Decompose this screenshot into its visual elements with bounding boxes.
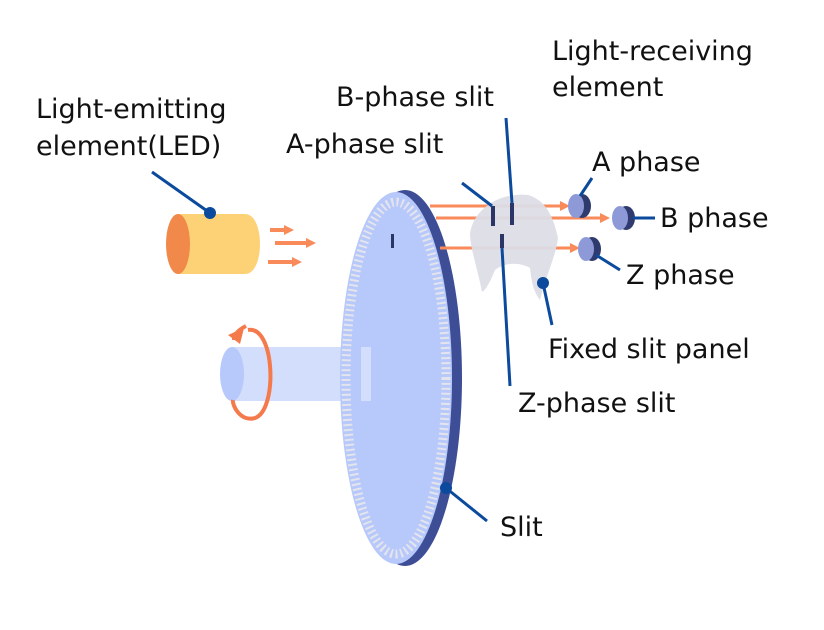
label-light-receiving-1: Light-receiving — [552, 36, 753, 67]
rotation-arrow-icon — [228, 324, 273, 421]
leader-z-phase — [595, 253, 621, 272]
label-light-emitting-2: element(LED) — [36, 131, 221, 162]
leader-dot-fixed-panel — [537, 277, 549, 289]
led-light-arrows — [268, 225, 316, 267]
leader-dot-led — [204, 207, 216, 219]
leader-led — [151, 170, 211, 215]
leader-a-phase-slit — [461, 181, 493, 208]
leader-b-phase-slit — [504, 117, 514, 204]
label-b-phase: B phase — [660, 203, 769, 234]
disk-z-slit — [391, 234, 394, 248]
label-light-receiving-2: element — [552, 72, 663, 103]
leader-z-phase-slit — [500, 247, 512, 387]
leader-a-phase — [578, 177, 594, 197]
b-phase-slit-mark — [510, 203, 514, 225]
code-disk — [340, 190, 462, 566]
label-z-phase: Z phase — [626, 260, 735, 291]
label-z-phase-slit: Z-phase slit — [518, 388, 675, 419]
label-a-phase: A phase — [592, 147, 701, 178]
label-slit: Slit — [500, 512, 543, 543]
receiver-a-phase — [568, 194, 591, 218]
label-a-phase-slit: A-phase slit — [286, 129, 443, 160]
leader-slit — [445, 486, 488, 523]
z-phase-slit-mark — [500, 234, 504, 248]
fixed-slit-panel — [470, 194, 558, 300]
leader-fixed-slit-panel — [541, 282, 554, 326]
label-fixed-slit-panel: Fixed slit panel — [548, 334, 750, 365]
a-phase-slit-mark — [491, 206, 495, 226]
led — [166, 214, 260, 274]
leader-dot-slit — [440, 482, 452, 494]
label-b-phase-slit: B-phase slit — [336, 82, 494, 113]
receiver-b-phase — [612, 206, 635, 230]
label-light-emitting-1: Light-emitting — [36, 94, 226, 125]
